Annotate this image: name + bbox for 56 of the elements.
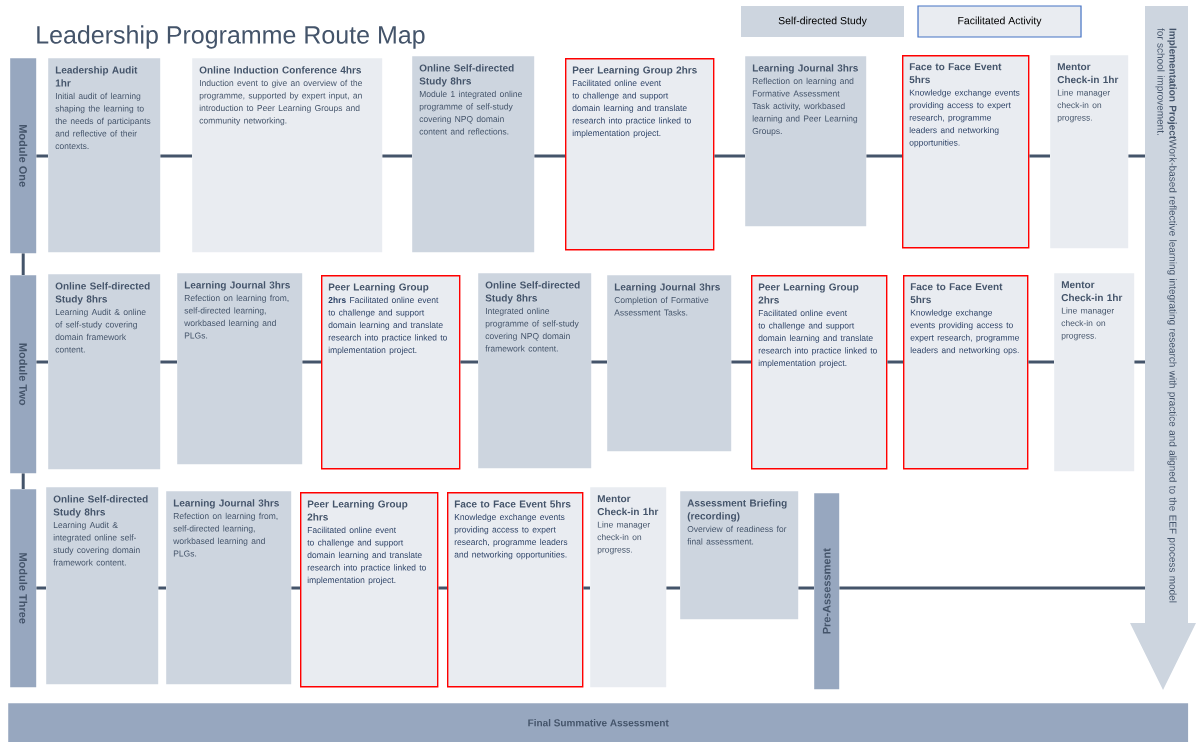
connector-line <box>36 586 46 590</box>
connector-line <box>302 360 321 364</box>
connector-line <box>36 360 48 364</box>
pre-assessment-bar: Pre-Assessment <box>814 493 840 690</box>
connector-line <box>1128 154 1145 158</box>
connector-line <box>1029 154 1050 158</box>
activity-box: Online Self-directed Study 8hrs Module 1 integrated online programme of self-study covering NPQ domain content and reflections. <box>412 56 535 253</box>
connector-line <box>382 154 412 158</box>
connector-line <box>887 360 903 364</box>
connector-line <box>460 360 478 364</box>
connector-line <box>866 154 902 158</box>
activity-box: Learning Journal 3hrs Refection on learning from, self-directed learning, workbased learning and PLGs. <box>166 491 292 685</box>
module-bar: Module Two <box>10 275 37 474</box>
connector-line <box>158 586 166 590</box>
final-assessment-bar: Final Summative Assessment <box>8 703 1189 742</box>
activity-box: Learning Journal 3hrs Completion of Formative Assessment Tasks. <box>607 275 732 452</box>
module-bar: Module One <box>10 58 37 254</box>
title: Leadership Programme Route Map <box>37 25 425 49</box>
activity-box: Mentor Check-in 1hr Line manager check-in on progress. <box>1054 273 1135 472</box>
activity-box: Online Self-directed Study 8hrs Learning Audit & integrated online self-study covering domain framework content. <box>46 487 159 685</box>
connector-line <box>160 154 192 158</box>
activity-box: Face to Face Event 5hrs Knowledge exchange events providing access to expert research, programme leaders and networking ops. <box>903 275 1029 470</box>
activity-box: Learning Journal 3hrs Reflection on learning and Formative Assessment Task activity, workbased learning and Peer Learning Groups. <box>745 56 867 227</box>
connector-line <box>666 586 680 590</box>
activity-box: Peer Learning Group 2hrs Facilitated online event to challenge and support domain learning and translate research into practice linked to implementation project. <box>565 58 715 251</box>
connector-line <box>21 253 25 275</box>
connector-line <box>1028 360 1054 364</box>
connector-line <box>36 154 48 158</box>
legend-key: Facilitated Activity <box>917 5 1082 38</box>
activity-box: Online Induction Conference 4hrs Induction event to give an overview of the programme, supported by expert input, an introduction to Peer Learning Groups and community networking. <box>192 58 383 253</box>
connector-line <box>798 586 814 590</box>
connector-line <box>714 154 745 158</box>
connector-line <box>21 473 25 489</box>
connector-line <box>591 360 607 364</box>
activity-box: Assessment Briefing (recording) Overview of readiness for final assessment. <box>680 491 799 620</box>
activity-box: Face to Face Event 5hrs Knowledge exchange events providing access to expert research, programme leaders and networking opportunities. <box>447 492 584 688</box>
connector-line <box>438 586 447 590</box>
legend-key: Self-directed Study <box>741 6 904 37</box>
activity-box: Mentor Check-in 1hr Line manager check-in on progress. <box>1050 55 1129 249</box>
activity-box: Online Self-directed Study 8hrs Integrated online programme of self-study covering NPQ domain framework content. <box>478 273 592 469</box>
connector-line <box>839 586 1145 590</box>
module-bar: Module Three <box>10 489 37 688</box>
activity-box: Peer Learning Group 2hrs Facilitated online event to challenge and support domain learning and translate research into practice linked to implementation project. <box>321 275 461 470</box>
connector-line <box>291 586 300 590</box>
activity-box: Learning Journal 3hrs Refection on learning from, self-directed learning, workbased learning and PLGs. <box>177 273 303 465</box>
connector-line <box>731 360 751 364</box>
connector-line <box>160 360 177 364</box>
activity-box: Face to Face Event 5hrs Knowledge exchange events providing access to expert research, programme leaders and networking opportunities. <box>902 55 1030 249</box>
activity-box: Peer Learning Group 2hrs Facilitated online event to challenge and support domain learning and translate research into practice linked to implementation project. <box>751 275 888 470</box>
connector-line <box>583 586 590 590</box>
activity-box: Online Self-directed Study 8hrs Learning Audit & online of self-study covering domain framework content. <box>48 274 161 470</box>
activity-box: Leadership Audit 1hr Initial audit of learning shaping the learning to the needs of participants and reflective of their contexts. <box>48 58 161 253</box>
activity-box: Mentor Check-in 1hr Line manager check-in on progress. <box>590 487 667 688</box>
connector-line <box>1134 360 1145 364</box>
connector-line <box>534 154 565 158</box>
activity-box: Peer Learning Group 2hrs Facilitated online event to challenge and support domain learning and translate research into practice linked to implementation project. <box>300 492 439 688</box>
